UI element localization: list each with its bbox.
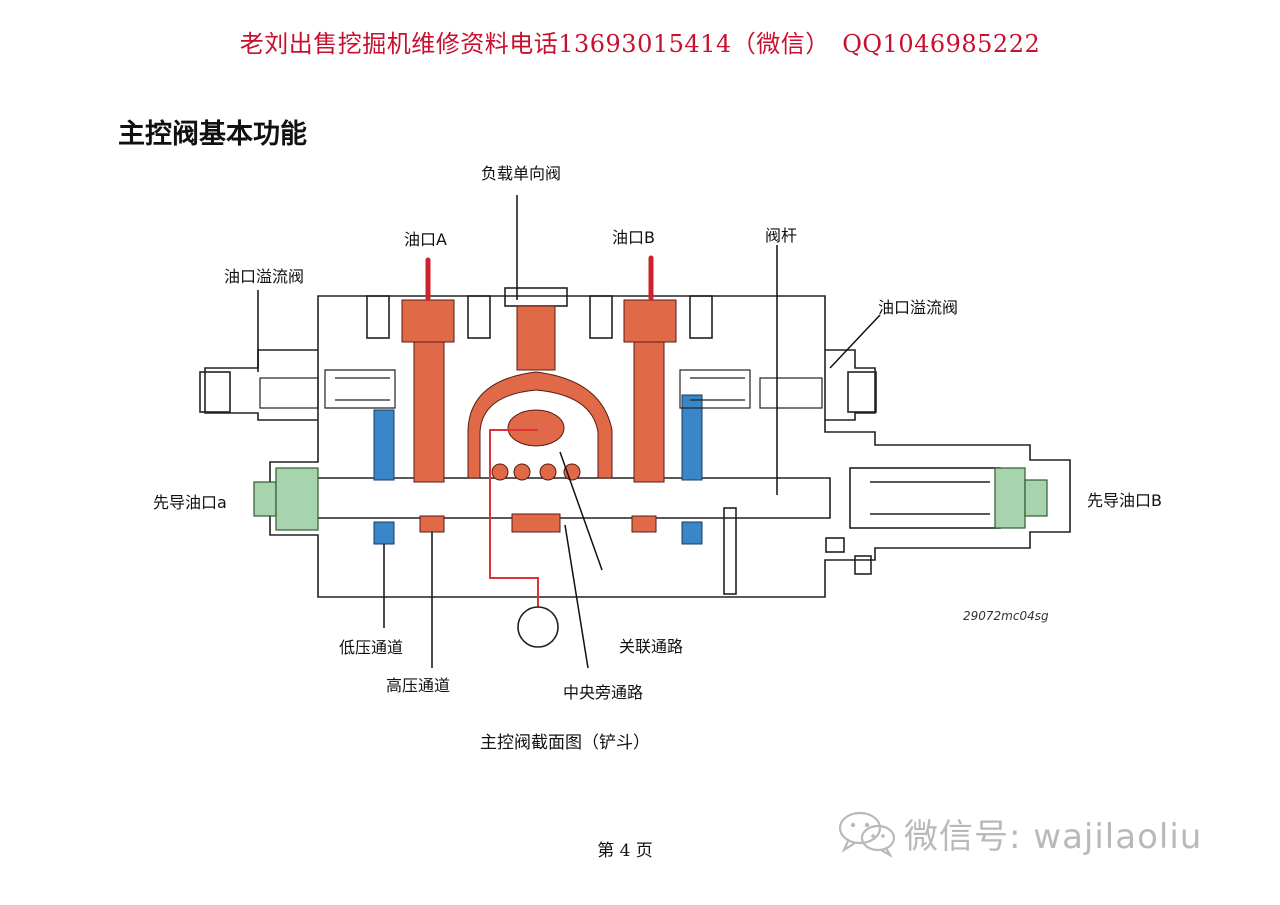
page-title: 主控阀基本功能 <box>118 119 307 150</box>
label-low-pressure-passage: 低压通道 <box>339 638 404 657</box>
center-chamber <box>507 409 565 447</box>
leader-center-bypass <box>564 524 589 669</box>
label-port-a: 油口A <box>404 230 447 249</box>
label-port-b: 油口B <box>612 228 655 247</box>
signal-line <box>489 429 539 615</box>
label-pilot-port-a: 先导油口a <box>153 493 227 512</box>
label-port-relief-left: 油口溢流阀 <box>224 267 305 286</box>
spool-bore <box>304 477 831 519</box>
figure-caption: 主控阀截面图（铲斗） <box>480 733 650 753</box>
port-a-passage <box>413 341 445 483</box>
pilot-cap-b <box>1024 479 1048 517</box>
valve-body-outline <box>269 295 1071 598</box>
label-high-pressure-passage: 高压通道 <box>386 676 451 695</box>
spring-chamber <box>849 467 1001 529</box>
label-spool: 阀杆 <box>765 226 798 245</box>
pilot-cap-a <box>253 481 277 517</box>
low-pressure-passage-right <box>681 394 703 481</box>
wechat-icon <box>838 811 896 858</box>
low-pressure-passage-left <box>373 409 395 481</box>
bottom-bolt <box>723 507 737 595</box>
top-boss <box>589 295 613 339</box>
figure-code: 29072mc04sg <box>963 609 1049 623</box>
bridge-passage <box>467 371 613 479</box>
top-boss <box>689 295 713 339</box>
port-a-block <box>401 299 455 343</box>
label-parallel-passage: 关联通路 <box>619 637 684 656</box>
top-boss <box>467 295 491 339</box>
leader-parallel <box>559 451 603 571</box>
tank-port-symbol <box>517 606 559 648</box>
leader-relief-right <box>829 314 881 369</box>
header-contact-text: 老刘出售挖掘机维修资料电话13693015414（微信） QQ104698522… <box>239 30 1041 58</box>
left-relief-cap <box>199 371 231 413</box>
port-b-block <box>623 299 677 343</box>
page-number: 第 4 页 <box>597 841 653 861</box>
pilot-chamber-b <box>994 467 1026 529</box>
right-relief-housing <box>825 349 876 421</box>
port-b-passage <box>633 341 665 483</box>
watermark-text: 微信号: wajilaoliu <box>904 816 1203 857</box>
top-boss <box>366 295 390 339</box>
load-check-cap <box>504 287 568 307</box>
label-pilot-port-b: 先导油口B <box>1087 491 1162 510</box>
load-check-valve-body <box>516 305 556 371</box>
left-relief-housing <box>204 349 318 421</box>
label-port-relief-right: 油口溢流阀 <box>878 298 959 317</box>
right-relief-cap <box>847 371 877 413</box>
watermark: 微信号: wajilaoliu <box>836 808 1202 858</box>
pilot-chamber-a <box>275 467 319 531</box>
label-center-bypass: 中央旁通路 <box>563 683 644 702</box>
label-load-check-valve: 负载单向阀 <box>481 164 562 183</box>
